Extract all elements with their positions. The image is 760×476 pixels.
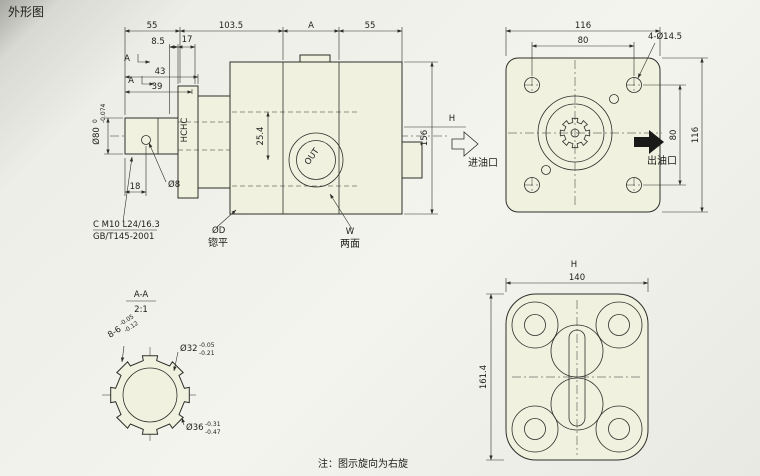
outlet-label: 出油口 [647,154,677,167]
section-view: A-A 2:1 8-6 -0.05 -0.12 Ø32 -0.05 -0.21 … [102,290,221,443]
svg-text:116: 116 [691,127,701,143]
dim-shaft-diameter: Ø80 0 -0.074 [91,103,107,144]
inlet-label: 进油口 [468,156,498,169]
spline-shaft-section [110,355,190,435]
flange-spacer [197,95,231,189]
dim-116-right: 116 [691,127,701,143]
center-hole-note-line1: C M10 L24/16.3 [93,220,160,230]
rear-corner-bosses [511,301,643,453]
w-label: W [346,227,355,237]
side-view-leaders [93,142,353,231]
front-flange-outline [505,57,661,213]
out-port-circle [288,132,344,188]
svg-text:-0.074: -0.074 [100,103,107,123]
front-view-dim-lines [505,27,708,213]
dim-d8: Ø8 [168,179,180,190]
pump-side-outline [124,54,423,215]
dim-25-4: 25.4 [256,127,266,146]
dim-80-top: 80 [578,36,589,46]
spotface-dia-label: ØD [212,225,226,236]
svg-text:8-6: 8-6 [106,325,123,341]
svg-text:0: 0 [92,119,99,123]
section-label-a1: A [124,54,130,64]
spotface-text: 锪平 [208,236,228,249]
svg-text:-0.31: -0.31 [205,421,221,428]
svg-text:80: 80 [669,130,679,141]
rear-view-dim-lines [486,278,649,461]
spline-spec-label: 8-6 -0.05 -0.12 [106,313,140,341]
dim-H-rear: H [571,260,577,270]
pilot-circle-inner [545,103,605,163]
w-note: 两面 [340,239,360,250]
svg-text:HCHC: HCHC [180,118,190,143]
outlet-arrow-icon [634,130,664,154]
dim-103-5: 103.5 [219,21,243,31]
dim-d32-label: Ø32 -0.05 -0.21 [180,342,215,357]
dim-156: 156 [420,130,430,146]
center-hole-note-line2: GB/T145-2001 [93,232,154,242]
flange-mark: HCHC [180,118,190,143]
svg-text:161.4: 161.4 [479,365,489,389]
svg-text:Ø32: Ø32 [180,343,198,354]
dim-116-top: 116 [575,21,591,31]
section-scale: 2:1 [134,305,148,315]
spline-bore [559,117,591,149]
page-title: 外形图 [8,5,44,19]
gear-bore-lower [550,377,604,431]
dim-43: 43 [155,67,166,77]
svg-text:-0.05: -0.05 [199,342,215,349]
svg-text:Ø36: Ø36 [186,422,204,433]
dim-39: 39 [152,82,163,92]
dowel-hole-lower [541,165,551,175]
shaft-core-circle [122,367,178,423]
rotation-note: 注：图示旋向为右旋 [318,457,408,470]
dim-140: 140 [569,273,585,283]
dim-H-side: H [449,114,455,124]
side-view: HCHC OUT [91,21,466,250]
dowel-hole-upper [609,94,619,104]
holes-note: 4-Ø14.5 [648,31,682,42]
rear-bolt-holes [524,314,630,440]
dim-A: A [308,21,314,31]
body-top-boss [299,54,331,63]
section-label-a2: A [128,76,134,86]
svg-text:-0.47: -0.47 [205,429,221,436]
rear-view: H 140 161.4 [479,260,649,461]
dim-17: 17 [182,35,193,45]
dim-55-left: 55 [147,21,158,31]
side-view-dimension-lines [106,29,434,215]
dim-18: 18 [130,182,141,192]
rear-port-boss [401,141,423,179]
svg-text:Ø80: Ø80 [91,127,102,145]
shaft-cross-hole [141,135,151,145]
svg-text:-0.21: -0.21 [199,350,215,357]
dim-161-4: 161.4 [479,365,489,389]
dim-d36-label: Ø36 -0.31 -0.47 [186,421,221,436]
pilot-circle-outer [537,95,613,171]
svg-text:156: 156 [420,130,430,146]
dim-80-right: 80 [669,130,679,141]
section-title: A-A [134,290,149,300]
front-view: 116 80 4-Ø14.5 80 116 进油口 出油口 [451,21,708,213]
front-bolt-holes [524,77,642,193]
dim-8-5: 8.5 [151,37,165,47]
dim-55-right: 55 [365,21,376,31]
section-leaders [120,345,185,426]
svg-text:25.4: 25.4 [256,127,266,146]
section-cut-marks: A A [124,54,155,86]
inlet-arrow-icon [451,131,479,157]
